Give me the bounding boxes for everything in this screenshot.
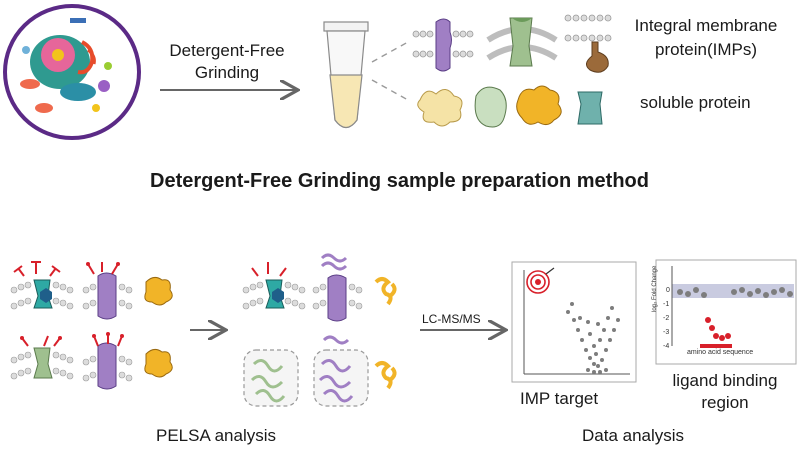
pelsa-left-panel xyxy=(10,261,173,390)
membrane-brown-imp-icon xyxy=(564,14,612,73)
imp-label-line1: Integral membrane xyxy=(634,16,778,35)
fold-change-plot xyxy=(655,259,797,365)
pelsa-analysis-label: PELSA analysis xyxy=(156,426,277,445)
ytick-3: -3 xyxy=(663,329,670,336)
grinding-label: Detergent-Free Grinding xyxy=(162,40,292,84)
imp-target-label: IMP target xyxy=(520,389,599,408)
membrane-green-imp-icon xyxy=(486,17,558,67)
fold-change-ylabel: log₂ Fold Change xyxy=(652,265,658,312)
figure-title: Detergent-Free Grinding sample preparati… xyxy=(150,170,649,192)
grinding-label-line1: Detergent-Free xyxy=(169,41,285,60)
lcms-label: LC-MS/MS xyxy=(422,312,481,326)
volcano-plot xyxy=(511,261,637,383)
fold-change-xlabel: amino acid sequence xyxy=(687,349,754,356)
pelsa-digested-panel xyxy=(242,253,397,407)
data-analysis-label: Data analysis xyxy=(582,426,685,445)
cell-illustration xyxy=(3,4,141,140)
ytick-2: -2 xyxy=(663,315,670,322)
imp-label: Integral membrane protein(IMPs) xyxy=(616,14,796,62)
soluble-protein-label: soluble protein xyxy=(640,93,751,112)
grinding-label-line2: Grinding xyxy=(194,63,260,82)
membrane-purple-imp-icon xyxy=(412,18,474,72)
ligand-binding-label: ligand binding region xyxy=(672,371,778,412)
tube-icon xyxy=(323,21,369,129)
soluble-protein-icons xyxy=(417,85,603,128)
connector-soluble xyxy=(371,79,409,101)
ytick-0: 0 xyxy=(666,287,670,294)
ytick-1: -1 xyxy=(663,301,670,308)
imp-label-line2: protein(IMPs) xyxy=(654,40,758,59)
connector-imp xyxy=(371,41,409,63)
ytick-4: -4 xyxy=(663,343,670,350)
